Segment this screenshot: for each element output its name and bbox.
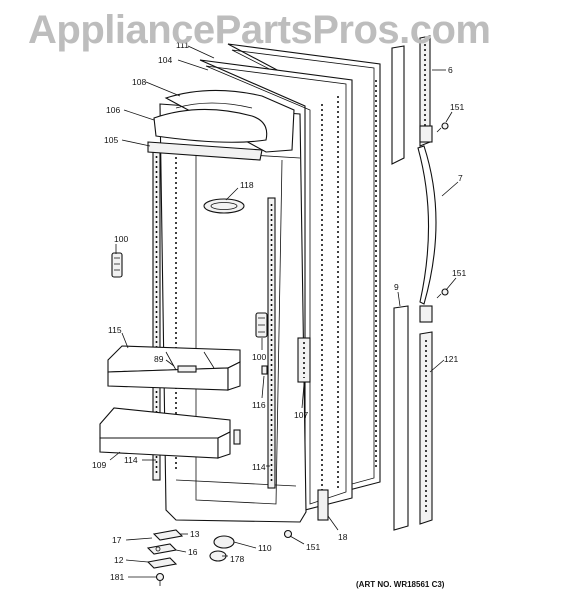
hinge-pin-12	[146, 557, 178, 569]
callout-151-bottom: 151	[306, 542, 320, 552]
screw-151-bottom	[283, 529, 293, 539]
callout-116: 116	[252, 400, 266, 410]
callout-107: 107	[294, 410, 308, 420]
callout-9: 9	[394, 282, 399, 292]
callout-104: 104	[158, 55, 172, 65]
callout-151-upper: 151	[450, 102, 464, 112]
callout-109: 109	[92, 460, 106, 470]
art-number: (ART NO. WR18561 C3)	[356, 580, 445, 589]
callout-18: 18	[338, 532, 348, 542]
trim-strip-9	[393, 305, 409, 531]
callout-111: 111	[176, 40, 189, 50]
callout-7: 7	[458, 173, 463, 183]
clip-100-right	[255, 312, 268, 338]
callout-17: 17	[112, 535, 122, 545]
shelf-rail-right	[267, 197, 276, 489]
trim-strip-upper	[391, 45, 405, 165]
leader-lines	[109, 45, 459, 578]
callout-105: 105	[104, 135, 118, 145]
trim-strip-121	[419, 331, 433, 525]
callout-108: 108	[132, 77, 146, 87]
bin-109	[99, 407, 241, 459]
part-116	[261, 365, 268, 375]
door-liner	[159, 103, 307, 523]
screw-151-upper	[436, 122, 449, 133]
callout-89: 89	[154, 354, 164, 364]
cam-110	[213, 535, 235, 549]
callout-121: 121	[444, 354, 458, 364]
callout-6: 6	[448, 65, 453, 75]
screw-151-lower	[436, 288, 449, 299]
callout-151-lower: 151	[452, 268, 466, 278]
callout-13: 13	[190, 529, 200, 539]
part-107	[297, 337, 311, 383]
callout-12: 12	[114, 555, 124, 565]
watermark-text: AppliancePartsPros.com	[28, 8, 491, 52]
dairy-compartment	[153, 89, 295, 153]
callout-118: 118	[240, 180, 254, 190]
callout-181: 181	[110, 572, 124, 582]
bushing-16	[146, 543, 178, 555]
hinge-18	[317, 489, 329, 521]
callout-16: 16	[188, 547, 198, 557]
dairy-door	[147, 141, 263, 161]
callout-114-left: 114	[124, 455, 138, 465]
bin-115	[107, 345, 241, 391]
screw-181	[155, 572, 165, 586]
callout-115: 115	[108, 325, 122, 335]
callout-178: 178	[230, 554, 244, 564]
hinge-bracket-13	[152, 529, 184, 541]
callout-114-right: 114	[252, 462, 266, 472]
door-handle-7	[417, 125, 437, 323]
callout-100-right: 100	[252, 352, 266, 362]
can-rack-118	[203, 198, 245, 214]
callout-106: 106	[106, 105, 120, 115]
callout-100-left: 100	[114, 234, 128, 244]
callout-110: 110	[258, 543, 272, 553]
clip-100-left	[111, 252, 123, 278]
